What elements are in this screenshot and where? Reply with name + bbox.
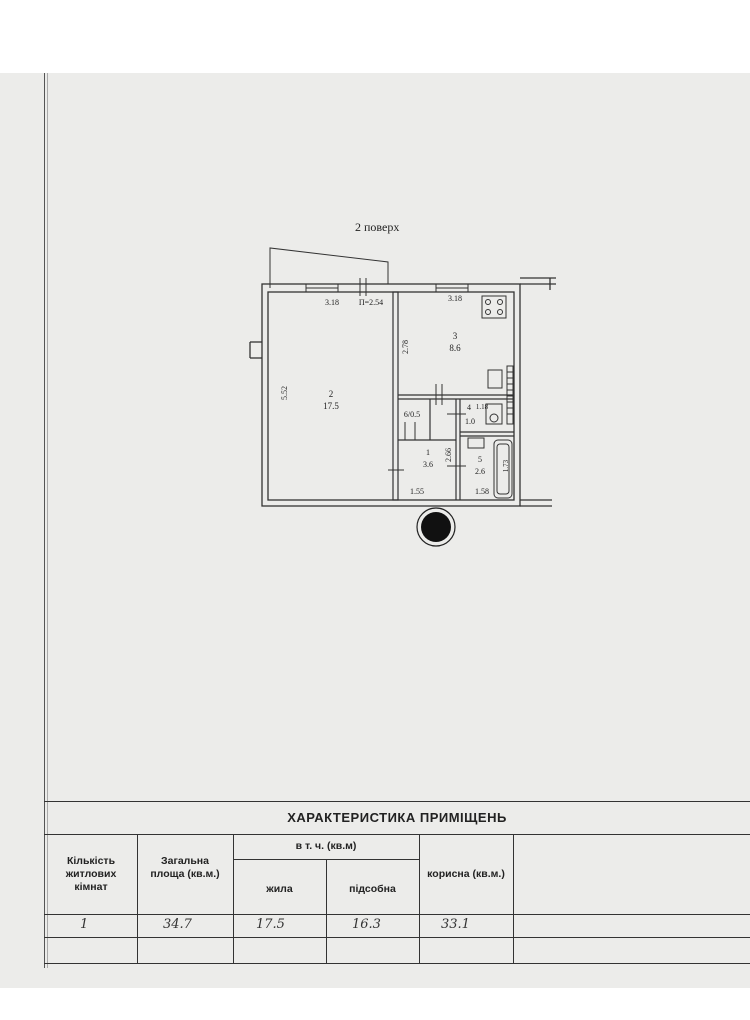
room-1-number: 1	[426, 448, 430, 457]
dim-bath-width: 1.58	[475, 487, 489, 496]
floor-plan: 2 17.5 3 8.6 4 1.0 1 3.6 5 2.6 3.18 П=2.…	[249, 247, 556, 547]
dim-room3-width: 3.18	[448, 294, 462, 303]
entrance-marker-ring	[416, 507, 456, 547]
toilet	[485, 403, 503, 425]
door-markers	[359, 278, 466, 471]
value-useful: 33.1	[441, 917, 470, 932]
windows	[305, 283, 469, 293]
margin-line	[44, 73, 45, 968]
table-col-divider-1	[137, 834, 138, 963]
table-title: ХАРАКТЕРИСТИКА ПРИМІЩЕНЬ	[287, 810, 507, 825]
dim-bath-height: 1.73	[502, 459, 510, 472]
table-col-divider-2	[233, 834, 234, 963]
washbasin	[467, 437, 485, 449]
balcony	[269, 247, 389, 288]
dim-room2-width: 3.18	[325, 298, 339, 307]
table-col-divider-5	[513, 834, 514, 963]
value-living: 17.5	[256, 917, 285, 932]
room-3-number: 3	[453, 331, 458, 341]
header-living: жила	[266, 883, 293, 895]
entrance-marker-blot	[421, 512, 451, 542]
room-2-number: 2	[329, 389, 334, 399]
header-rooms-count: Кількість житлових кімнат	[65, 855, 117, 893]
value-rooms-count: 1	[80, 917, 89, 932]
dim-corridor-width: 1.55	[410, 487, 424, 496]
room-4-area: 1.0	[465, 417, 475, 426]
outer-walls	[249, 277, 556, 507]
room-2-area: 17.5	[323, 401, 339, 411]
table-col-divider-4	[419, 834, 420, 963]
room-3-area: 8.6	[449, 343, 461, 353]
table-col-divider-3	[326, 859, 327, 963]
dim-room2-height: 5.52	[280, 386, 289, 400]
bathtub	[493, 439, 513, 499]
value-auxiliary: 16.3	[352, 917, 381, 932]
dim-corridor-height: 2.66	[444, 448, 453, 462]
table-border-row	[44, 937, 750, 938]
room-1-area: 3.6	[423, 460, 433, 469]
floor-title: 2 поверх	[355, 220, 400, 234]
table-border-top	[44, 801, 750, 802]
kitchen-sink	[487, 369, 503, 389]
table-border-values	[44, 914, 750, 915]
dim-room4-width: 1.18	[476, 403, 489, 411]
margin-line-inner	[47, 73, 48, 968]
header-useful: корисна (кв.м.)	[427, 868, 505, 880]
radiator	[506, 365, 514, 425]
stove	[481, 295, 507, 319]
dim-wardrobe: 6/0.5	[404, 410, 420, 419]
value-total-area: 34.7	[163, 917, 192, 932]
interior-walls	[392, 291, 514, 501]
header-including: в т. ч. (кв.м)	[295, 840, 357, 852]
dim-ceiling-height: П=2.54	[359, 298, 383, 307]
table-border-bottom	[44, 963, 750, 964]
dim-room3-height: 2.78	[401, 340, 410, 354]
room-4-number: 4	[467, 403, 471, 412]
header-total-area: Загальна площа (кв.м.)	[150, 855, 220, 880]
table-border-header	[44, 834, 750, 835]
room-5-number: 5	[478, 455, 482, 464]
room-5-area: 2.6	[475, 467, 485, 476]
document-sheet	[0, 73, 750, 988]
header-auxiliary: підсобна	[349, 883, 396, 895]
